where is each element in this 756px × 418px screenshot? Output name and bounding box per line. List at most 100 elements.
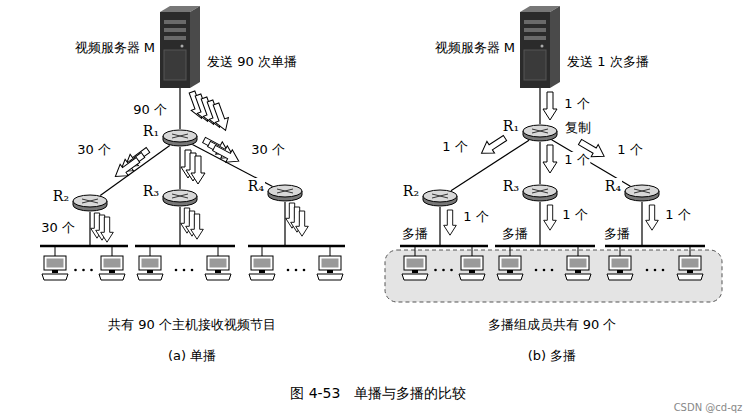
- host-drop-line: [690, 246, 691, 256]
- server-top: [520, 6, 560, 12]
- router-body: [523, 191, 557, 201]
- host-drop-line: [415, 246, 416, 256]
- host-computer: [205, 256, 231, 280]
- router-top: [523, 125, 557, 137]
- ellipsis-dot: [295, 269, 298, 272]
- ellipsis-dot: [74, 269, 77, 272]
- router-lan-line: [641, 202, 642, 246]
- packet-count: 1 个: [563, 152, 590, 168]
- host-drop-line: [55, 246, 690, 256]
- server-panel: [164, 50, 186, 80]
- ellipsis-dot: [303, 269, 306, 272]
- host-computer: [565, 256, 591, 280]
- link-line: [100, 145, 170, 195]
- packet-count: 30 个: [40, 220, 76, 236]
- link-line: [179, 88, 180, 129]
- send-count-label: 发送 90 次单播: [206, 54, 298, 70]
- flow-arrow: [211, 142, 242, 168]
- copy-note: 复制: [564, 120, 592, 136]
- flow-arrow: [101, 217, 114, 242]
- subfigure-title: (b) 多播: [527, 348, 578, 364]
- subfigure-note: 多播组成员共有 90 个: [487, 317, 618, 333]
- router-body: [268, 191, 302, 201]
- flow-arrow: [191, 214, 204, 239]
- router-mark: [532, 129, 548, 133]
- router-label: R₄: [247, 178, 265, 194]
- link-line: [552, 140, 631, 186]
- drive-bay: [164, 36, 186, 40]
- link-line: [192, 145, 272, 187]
- host-computer: [497, 256, 523, 280]
- multicast-group-region: [385, 250, 722, 302]
- flow-arrow: [543, 92, 557, 120]
- ellipsis-dot: [82, 269, 85, 272]
- router-top: [73, 195, 107, 207]
- router-icon: [422, 189, 458, 207]
- host-drop-line: [578, 246, 579, 256]
- drive-bay: [524, 20, 546, 24]
- router-icon: [162, 189, 198, 207]
- router-label: R₂: [402, 183, 420, 199]
- server-node: 视频服务器 M: [160, 6, 200, 88]
- lan-bus: [400, 245, 488, 248]
- ellipsis-dots: [74, 269, 664, 272]
- flow-arrow: [478, 132, 509, 159]
- ellipsis-dot: [90, 269, 93, 272]
- ellipsis-dot: [450, 269, 453, 272]
- host-drop-line: [262, 246, 263, 256]
- flow-arrow: [543, 145, 557, 173]
- packet-count: 1 个: [616, 142, 643, 158]
- router-icon: [267, 184, 303, 202]
- packet-count: 1 个: [441, 139, 468, 155]
- power-led: [181, 45, 184, 48]
- router-label: R₃: [502, 178, 520, 194]
- host-computer: [317, 256, 343, 280]
- ellipsis-dot: [535, 269, 538, 272]
- server-icon: [160, 6, 200, 88]
- lan-bus: [40, 245, 705, 248]
- router-icon: [162, 129, 198, 147]
- router-node: R₁: [162, 129, 198, 147]
- link-line: [539, 142, 540, 184]
- router-mark: [82, 199, 98, 203]
- server-front: [520, 12, 550, 88]
- link-line: [179, 147, 180, 189]
- router-mark: [634, 189, 650, 193]
- flow-arrow: [296, 211, 309, 236]
- host-computer: [137, 256, 163, 280]
- host-computer: [402, 256, 428, 280]
- router-node: R₃: [522, 184, 558, 202]
- router-mark: [172, 134, 188, 138]
- server-label: 视频服务器 M: [434, 40, 516, 56]
- router-top: [268, 185, 302, 197]
- server-label: 视频服务器 M: [74, 40, 156, 56]
- lan-bus: [40, 245, 128, 248]
- router-node: R₁: [522, 124, 558, 142]
- ellipsis-dot: [654, 269, 657, 272]
- router-body: [625, 191, 659, 201]
- router-lan-line: [439, 207, 440, 246]
- router-lan-line: [539, 202, 540, 246]
- host-drop-line: [55, 246, 56, 256]
- router-top: [423, 190, 457, 202]
- router-body: [73, 201, 107, 211]
- router-top: [523, 185, 557, 197]
- ellipsis-dot: [287, 269, 290, 272]
- server-panel: [524, 50, 546, 80]
- router-icon: [522, 124, 558, 142]
- packet-count: 1 个: [563, 96, 590, 112]
- router-lan-line: [90, 202, 642, 246]
- server-side: [190, 6, 200, 88]
- host-computer: [677, 256, 703, 280]
- router-top: [625, 185, 659, 197]
- packet-count: 1 个: [462, 209, 489, 225]
- flow-arrow: [544, 205, 557, 230]
- router-label: R₂: [52, 188, 70, 204]
- host-drop-line: [620, 246, 621, 256]
- drive-bay: [524, 36, 546, 40]
- router-lan-line: [179, 207, 180, 246]
- send-count-label: 发送 1 次多播: [566, 54, 650, 70]
- router-label: R₁: [142, 123, 160, 139]
- router-top: [163, 190, 197, 202]
- ellipsis-dot: [183, 269, 186, 272]
